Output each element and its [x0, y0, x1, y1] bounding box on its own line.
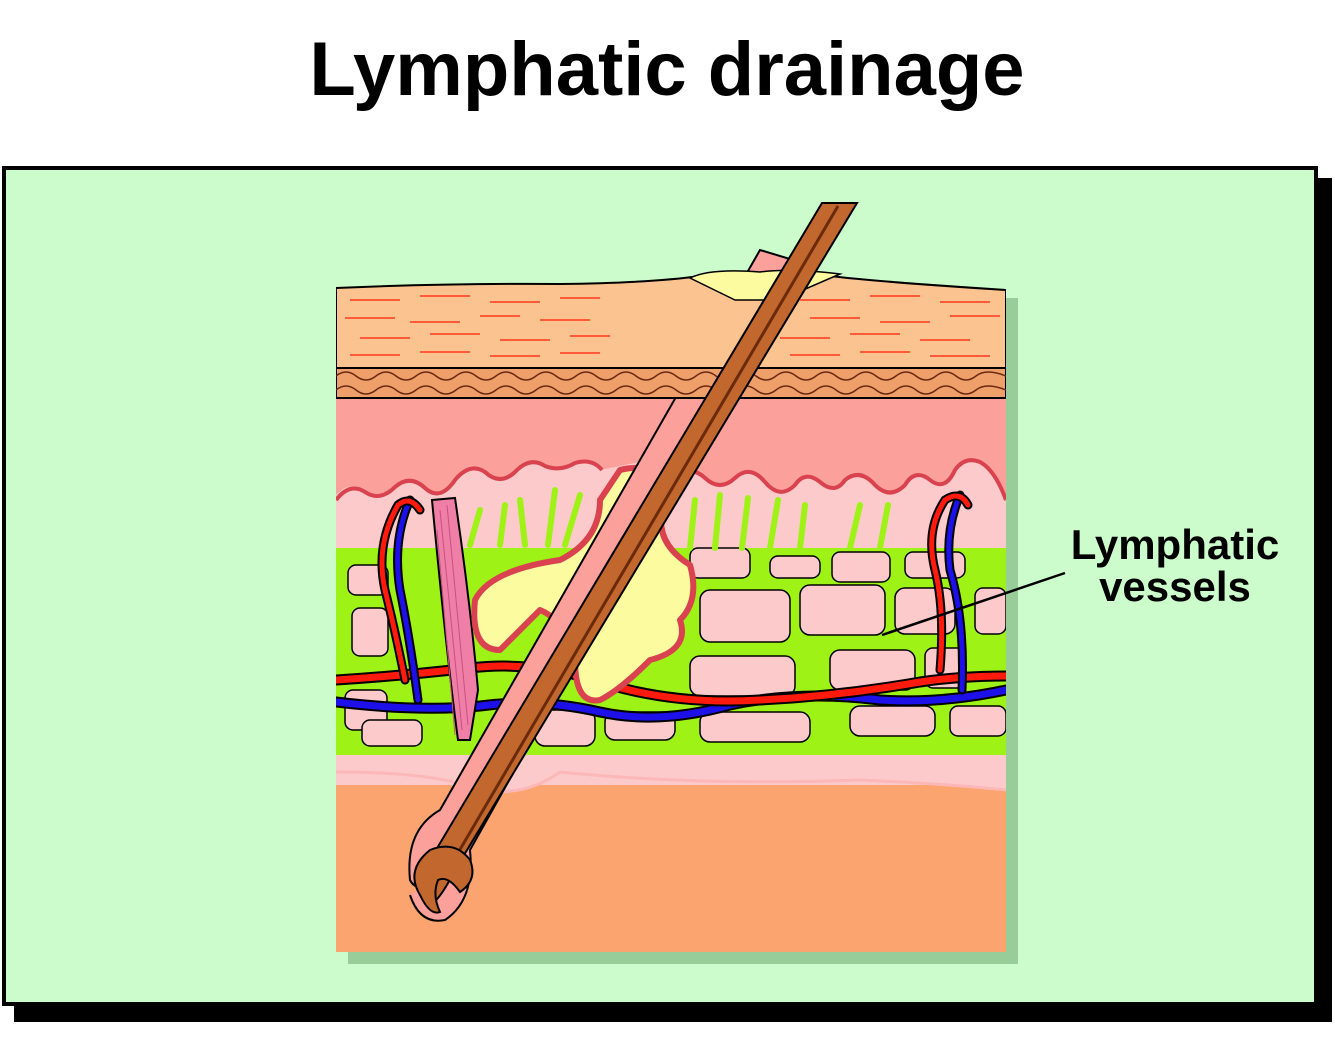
label-line-2: vessels [1040, 566, 1310, 608]
label-line-1: Lymphatic [1040, 524, 1310, 566]
lymphatic-vessels-label: Lymphatic vessels [1040, 524, 1310, 608]
